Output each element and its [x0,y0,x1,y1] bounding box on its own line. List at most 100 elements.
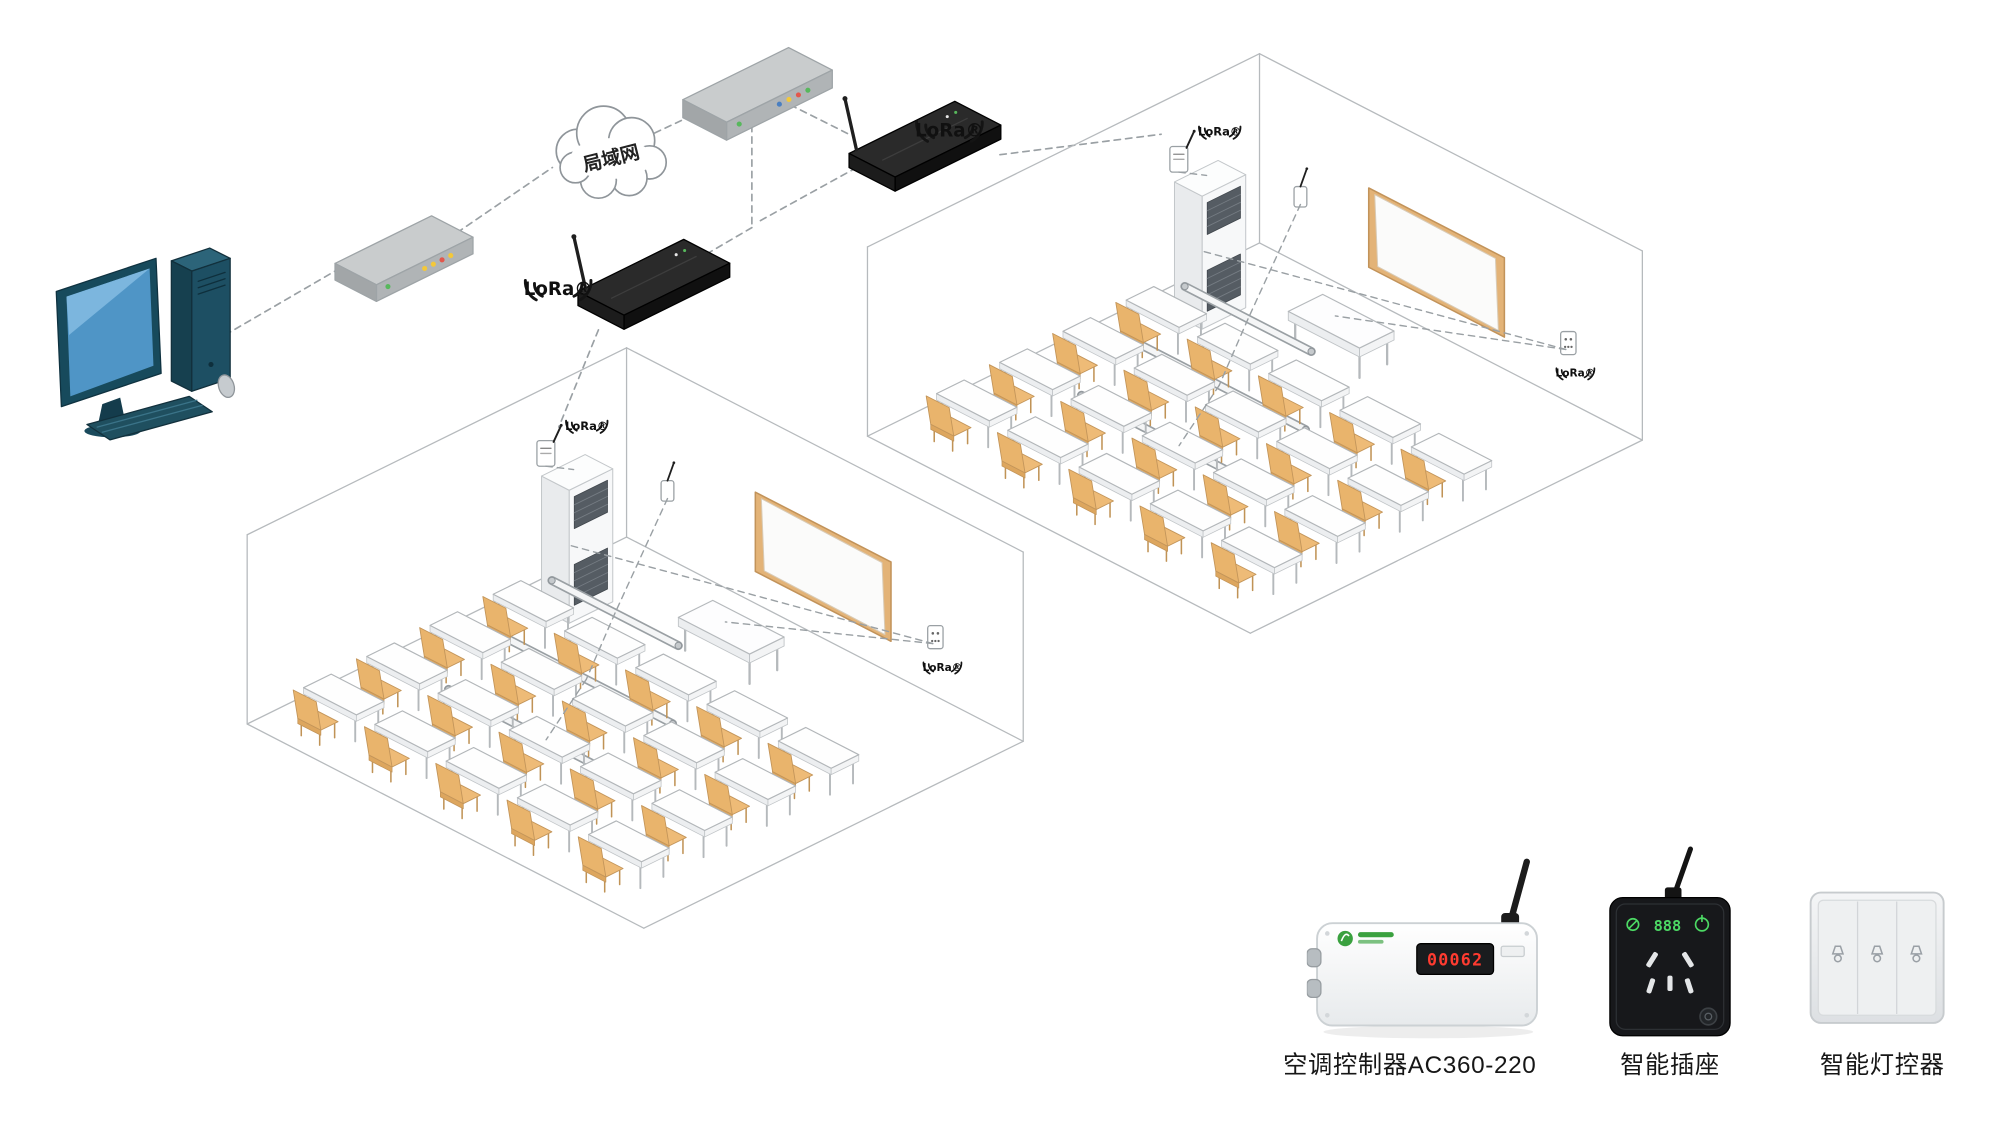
signal-arc [1560,369,1568,379]
student-desk [1347,463,1430,533]
ac-display: 00062 [1427,950,1483,969]
student-desk [651,789,733,859]
product-smart-socket-label: 智能插座 [1620,1052,1720,1080]
lora-logo-text: LoRa® [915,120,984,141]
lan-cloud: 局域网 [555,105,668,200]
student-desk [579,752,662,822]
pc-mouse [217,374,236,399]
brand-leaf-vein [1340,933,1350,942]
teacher-desk [677,599,785,685]
screw [1524,931,1530,936]
chair [435,762,481,820]
student-desk [643,721,725,791]
signal-arc [954,661,963,675]
lora-logo: LoRa® [915,120,984,143]
signal-arc [599,419,609,434]
signal-arc [927,663,935,673]
no-load-icon [1626,917,1640,932]
brand-text-bar [1357,932,1394,938]
product-smart-socket: 888 [1598,844,1741,1049]
ac-antenna [1508,858,1530,922]
student-desk [1276,427,1358,497]
wall-light-controller [660,461,676,502]
smart-socket-image: 888 [1609,846,1731,1037]
screw [1324,931,1330,936]
signal-arc [572,281,584,298]
signal-arc [533,281,544,298]
chair [292,689,339,746]
light-controller-image [1809,891,1945,1024]
socket-power-button [1699,1007,1718,1026]
socket-display: 888 [1654,917,1682,935]
student-desk [571,684,654,754]
network-links [224,104,1162,428]
network-switch [682,46,833,141]
wall-smart-socket [927,625,944,650]
student-desk [1284,495,1366,564]
signal-arc [1203,127,1211,138]
ac-sticker [1500,945,1525,958]
student-desk [1212,458,1295,528]
student-desk [1149,489,1232,559]
lora-logo-text: LoRa® [1556,368,1596,380]
ac-controller-image: 00062 [1306,858,1538,1039]
wall-light-controller [1293,167,1309,208]
cable-gland [1306,948,1322,968]
lora-logo: LoRa® [565,419,609,434]
connection-line [446,166,554,240]
student-desk [374,710,456,780]
wall-ac-controller [1169,129,1196,173]
socket-power-button-glyph [1704,1012,1713,1021]
lamp-icons [1831,945,1923,963]
student-desk [445,746,528,816]
connection-line [999,133,1162,156]
wall-ac-controller [536,423,563,467]
lora-logo: LoRa® [1556,367,1596,381]
student-desk [1070,384,1153,454]
product-light-controller-label: 智能灯控器 [1819,1052,1945,1080]
product-ac-controller-label: 空调控制器AC360-220 [1283,1052,1537,1080]
signal-arc [595,421,603,432]
signal-arc [1228,127,1236,138]
chair [925,395,972,452]
student-desk [1141,421,1224,491]
student-desk [1125,285,1208,355]
connection-line [789,104,853,137]
student-desk [508,715,591,785]
student-desk [302,673,385,743]
signal-arc [1587,367,1596,381]
lora-gateway-1 [842,96,1002,192]
no-load-icon-slash [1628,919,1638,930]
signal-arc [1232,125,1242,140]
lora-logo-text: LoRa® [1198,125,1241,139]
lora-gateway-2 [571,234,731,330]
signal-arc [578,278,593,302]
chair [1210,542,1257,599]
signal-arc [950,663,958,673]
socket-antenna [1672,846,1693,896]
classroom-left: LoRa®LoRa® [246,347,1024,929]
chair [1068,468,1114,526]
socket-panel [1609,897,1731,1037]
student-desk [1220,526,1303,596]
lora-logo-text: LoRa® [524,279,593,300]
signal-arc [969,120,984,143]
socket-holes [1646,951,1694,994]
chair [1139,505,1186,562]
router [334,215,474,303]
screw [1324,1012,1330,1018]
wall-smart-socket [1560,330,1577,356]
lora-logo-text: LoRa® [565,419,608,433]
brand-text-bar [1357,939,1384,944]
signal-arc [1583,369,1590,379]
student-desk [516,783,599,853]
signal-arc [924,123,936,140]
ac-display-window [1416,943,1495,976]
signal-arc [963,123,975,140]
student-desk [714,758,797,827]
student-desk [366,642,448,712]
signal-arc [915,120,930,143]
socket-antenna-base [1664,887,1682,901]
